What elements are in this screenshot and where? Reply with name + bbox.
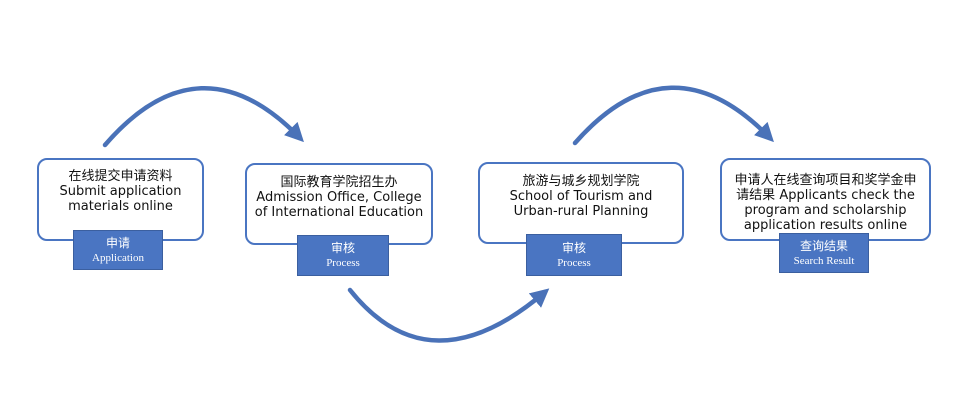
step-box-zh-label: 旅游与城乡规划学院 bbox=[522, 173, 640, 189]
step-tag-application: 申请 Application bbox=[73, 230, 163, 270]
step-box-submit: 在线提交申请资料 Submit application materials on… bbox=[37, 158, 204, 241]
step-box-school-of-tourism: 旅游与城乡规划学院 School of Tourism and Urban-ru… bbox=[478, 162, 684, 244]
step-box-search-result: 申请人在线查询项目和奖学金申请结果 Applicants check the p… bbox=[720, 158, 931, 241]
step-tag-zh-label: 申请 bbox=[105, 235, 130, 250]
step-tag-en-label: Search Result bbox=[793, 254, 855, 267]
step-box-en-label: Admission Office, College of Internation… bbox=[254, 189, 424, 220]
step-tag-process-2: 审核 Process bbox=[526, 234, 622, 276]
step-tag-zh-label: 审核 bbox=[330, 241, 355, 255]
step-box-en-label: School of Tourism and Urban-rural Planni… bbox=[509, 188, 653, 219]
step-box-en-label: Submit application materials online bbox=[59, 184, 182, 214]
arrow-step1-to-step2 bbox=[102, 85, 304, 148]
step-tag-search-result: 查询结果 Search Result bbox=[779, 233, 869, 273]
step-tag-zh-label: 查询结果 bbox=[799, 238, 848, 253]
arrow-step3-to-step4 bbox=[572, 85, 774, 146]
step-box-admission-office: 国际教育学院招生办 Admission Office, College of I… bbox=[245, 163, 433, 245]
step-tag-en-label: Application bbox=[92, 251, 144, 264]
step-tag-en-label: Process bbox=[326, 257, 360, 269]
step-box-en-label: Applicants check the program and scholar… bbox=[743, 188, 915, 233]
step-tag-zh-label: 审核 bbox=[561, 240, 586, 255]
step-box-zh-label: 国际教育学院招生办 bbox=[280, 174, 398, 190]
step-box-zh-label: 在线提交申请资料 bbox=[68, 169, 173, 184]
arrow-step2-to-step3 bbox=[347, 287, 550, 343]
step-box-zh-label: 申请人在线查询项目和奖学金申请结果 bbox=[734, 173, 917, 203]
step-tag-en-label: Process bbox=[557, 256, 591, 269]
step-tag-process-1: 审核 Process bbox=[297, 235, 389, 276]
